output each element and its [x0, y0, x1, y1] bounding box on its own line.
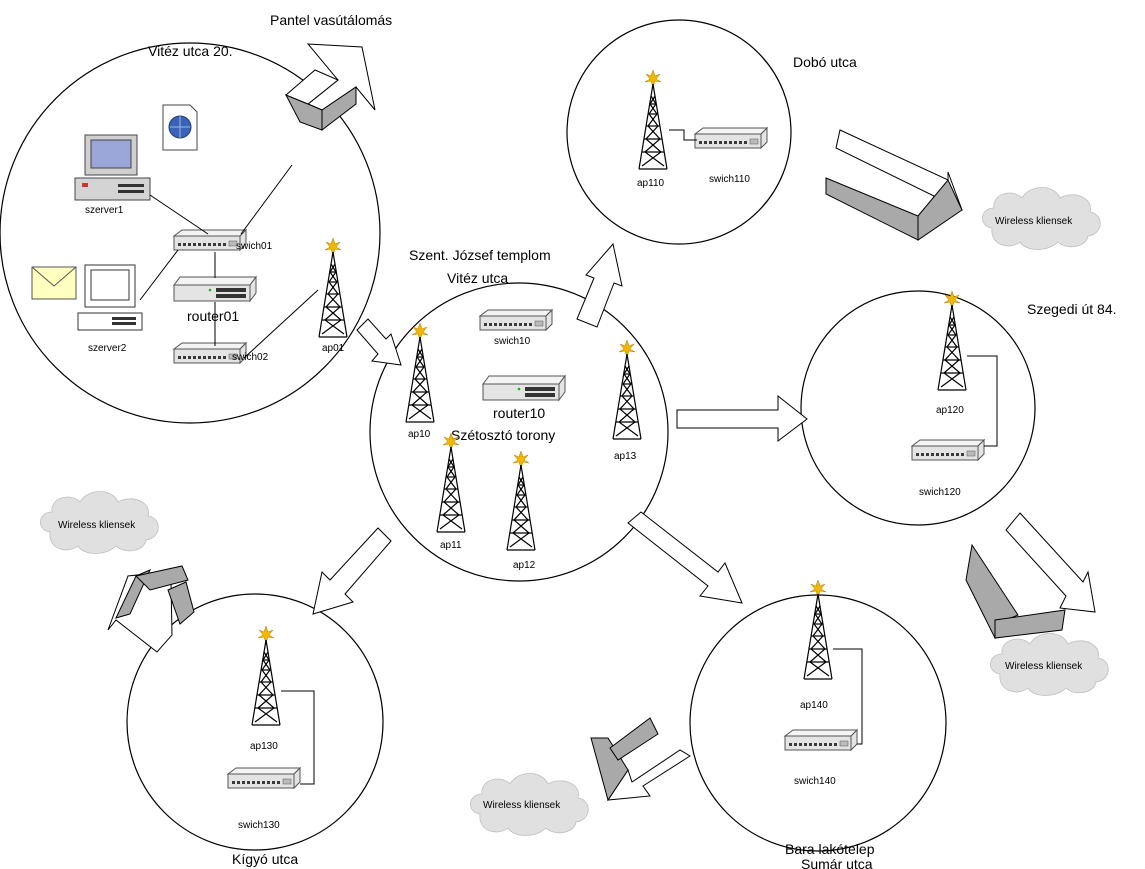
swich130-label: swich130 — [238, 820, 280, 831]
cloud-dobo-label: Wireless kliensek — [995, 216, 1073, 227]
swich110-label: swich110 — [709, 174, 750, 185]
ap10-tower-icon — [405, 322, 435, 423]
ap130-tower-icon — [251, 625, 281, 726]
server2-label: szerver2 — [88, 343, 127, 354]
szegedi-bent-arrow — [965, 512, 1096, 640]
ap10-label: ap10 — [408, 429, 431, 440]
dobo-site-label: Dobó utca — [793, 54, 857, 70]
swich110-icon — [694, 127, 768, 149]
dobo-bent-arrow — [825, 129, 963, 241]
router10-icon — [482, 375, 566, 401]
site-circle-kigyo — [126, 593, 384, 851]
swich120-label: swich120 — [919, 487, 961, 498]
szent-site-label-line1: Szent. József templom — [409, 247, 551, 263]
site-circle-dobo — [566, 19, 792, 245]
ap01-label: ap01 — [322, 343, 345, 354]
bara-site-label-line1: Bara lakótelep — [785, 841, 875, 857]
ap110-label: ap110 — [637, 178, 665, 189]
ap110-tower-icon — [638, 69, 668, 170]
ap130-label: ap130 — [250, 741, 278, 752]
swich140-label: swich140 — [794, 776, 836, 787]
swich01-label: swich01 — [236, 241, 273, 252]
document-globe-icon — [162, 104, 198, 151]
arrow-szent-to-kigyo — [312, 527, 392, 615]
router01-icon — [173, 276, 257, 302]
szent-center-label: Szétosztó torony — [451, 427, 555, 443]
site-circle-szegedi — [800, 290, 1036, 526]
kigyo-site-label: Kígyó utca — [232, 851, 298, 867]
vitez-site-label: Vitéz utca 20. — [148, 43, 233, 59]
ap13-label: ap13 — [614, 451, 637, 462]
pantel-site-label: Pantel vasútálomás — [270, 12, 392, 28]
router01-label: router01 — [187, 308, 239, 324]
ap140-label: ap140 — [800, 700, 828, 711]
swich10-label: swich10 — [494, 336, 531, 347]
site-circle-vitez — [0, 42, 381, 424]
ap120-label: ap120 — [936, 405, 964, 416]
envelope-icon — [31, 266, 77, 300]
arrow-szent-to-bara — [627, 511, 743, 604]
pantel-bent-arrow — [284, 43, 376, 132]
site-circle-bara — [689, 594, 947, 852]
arrow-szent-to-szegedi — [676, 394, 808, 443]
cloud-bara-label: Wireless kliensek — [483, 800, 561, 811]
arrow-vitez-to-szent — [356, 318, 402, 366]
ap12-label: ap12 — [513, 560, 536, 571]
server2-icon — [77, 264, 143, 331]
server1-icon — [74, 134, 151, 201]
ap11-tower-icon — [436, 432, 466, 533]
ap120-tower-icon — [937, 290, 967, 391]
bara-bent-arrow — [590, 717, 691, 802]
ap13-tower-icon — [612, 339, 642, 440]
site-circle-szent — [369, 282, 669, 582]
router10-label: router10 — [493, 405, 545, 421]
szegedi-site-label: Szegedi út 84. — [1027, 301, 1117, 317]
arrow-szent-to-dobo — [576, 242, 623, 328]
bara-site-label-line2: Sumár utca — [801, 856, 873, 869]
swich10-icon — [479, 309, 553, 331]
swich130-icon — [227, 767, 301, 789]
cloud-kigyo-label: Wireless kliensek — [58, 520, 136, 531]
server1-label: szerver1 — [85, 205, 124, 216]
szent-site-label-line2: Vitéz utca — [447, 270, 508, 286]
ap11-label: ap11 — [440, 540, 462, 551]
cloud-szegedi-label: Wireless kliensek — [1005, 661, 1083, 672]
swich02-label: swich02 — [232, 352, 269, 363]
swich120-icon — [911, 439, 985, 461]
kigyo-bent-arrow — [107, 565, 195, 653]
swich140-icon — [784, 729, 858, 751]
ap01-tower-icon — [318, 237, 348, 338]
ap12-tower-icon — [506, 450, 536, 551]
